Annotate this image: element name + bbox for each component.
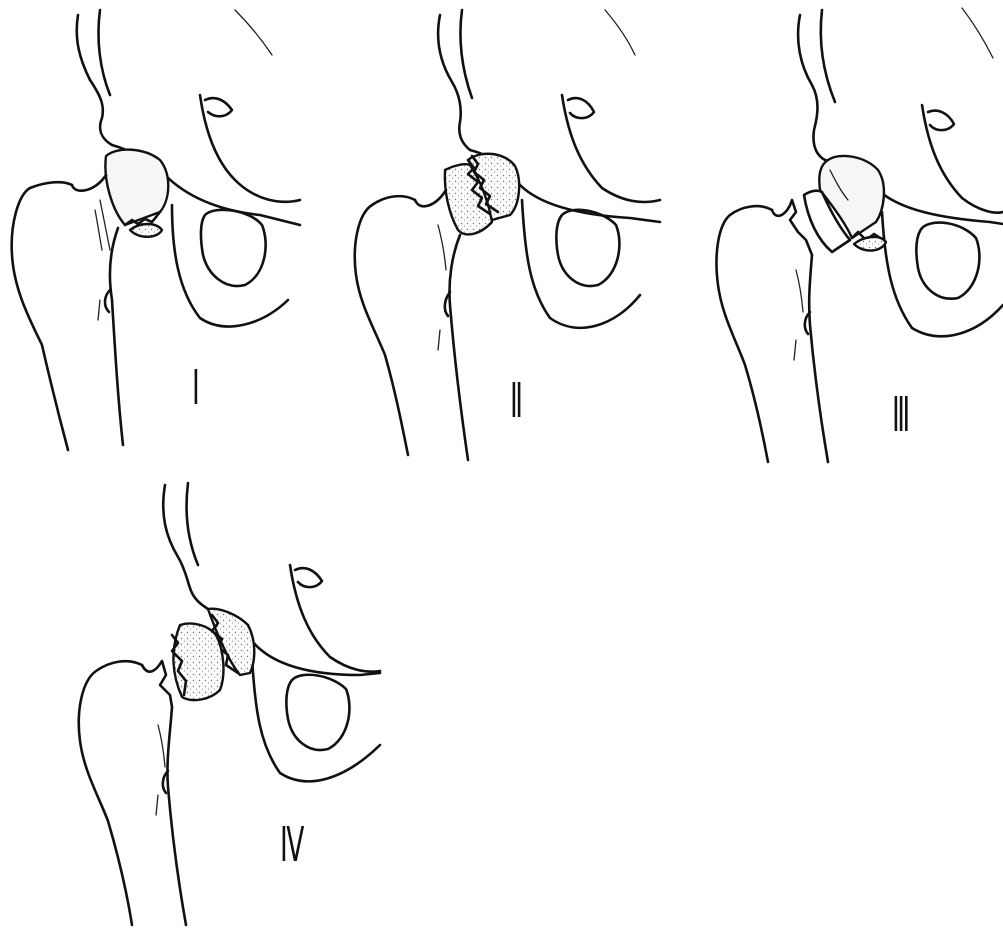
panel-type-iii [700, 0, 1003, 470]
panel-type-iv [60, 475, 400, 931]
panel-label-iii: Ⅲ [892, 392, 911, 440]
hip-illustration-type-iv [60, 475, 400, 931]
panel-type-ii [340, 0, 660, 470]
hip-illustration-type-ii [340, 0, 660, 470]
panel-label-ii: Ⅱ [510, 378, 524, 426]
hip-illustration-type-i [0, 0, 300, 470]
panel-type-i [0, 0, 300, 470]
hip-illustration-type-iii [700, 0, 1003, 470]
panel-label-iv: Ⅳ [280, 822, 305, 870]
panel-label-i: Ⅰ [192, 365, 201, 413]
